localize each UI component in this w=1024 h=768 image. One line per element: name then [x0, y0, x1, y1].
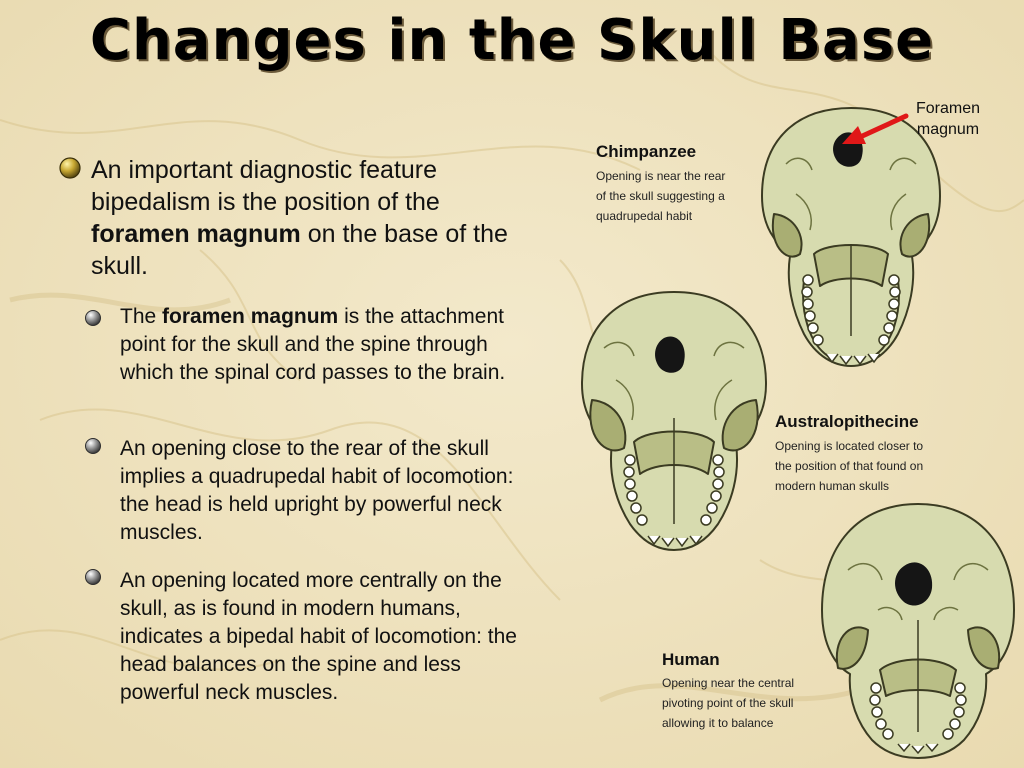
page-title: Changes in the Skull Base [89, 8, 935, 73]
intro-text-end: on the base of the skull. [91, 220, 508, 280]
chimpanzee-desc-line-2: of the skull suggesting a [596, 189, 725, 203]
foramen-pointer-arrow-icon [842, 113, 909, 144]
chimpanzee-skull-illustration [761, 107, 941, 367]
bullet-icon [59, 157, 81, 179]
chimpanzee-desc-line-1: Opening is near the rear [596, 169, 726, 183]
chimpanzee-heading: Chimpanzee [596, 142, 697, 161]
bullet-point-3: An opening located more centrally on the… [120, 569, 517, 704]
australopithecine-skull-illustration [581, 291, 767, 551]
australopithecine-desc-line-1: Opening is located closer to [775, 439, 924, 453]
bullet-1-bold-term: foramen magnum [162, 305, 339, 328]
australopithecine-desc-line-2: the position of that found on [775, 459, 924, 473]
chimpanzee-desc-line-3: quadrupedal habit [596, 209, 693, 223]
australopithecine-desc-line-3: modern human skulls [775, 479, 890, 493]
intro-paragraph: An important diagnostic feature bipedali… [91, 154, 531, 282]
intro-bold-term: foramen magnum [91, 220, 301, 248]
sub-bullet-icon [85, 310, 101, 326]
human-heading: Human [662, 650, 720, 669]
bullet-1-text-end: is the attachment point for the skull an… [120, 305, 506, 384]
bullet-point-2: An opening close to the rear of the skul… [120, 437, 514, 544]
australopithecine-heading: Australopithecine [775, 412, 919, 431]
chimpanzee-description: Opening is near the rear of the skull su… [596, 166, 725, 226]
foramen-label-line-2: magnum [916, 121, 980, 138]
australopithecine-description: Opening is located closer to the positio… [775, 436, 923, 496]
foramen-label-line-1: Foramen [915, 100, 981, 117]
intro-text-start: An important diagnostic feature bipedali… [91, 156, 440, 216]
sub-bullet-icon [85, 569, 101, 585]
bullet-point-1: The foramen magnum is the attachment poi… [120, 303, 540, 387]
human-desc-line-2: pivoting point of the skull [662, 696, 794, 710]
human-desc-line-1: Opening near the central [662, 676, 795, 690]
bullet-1-text-start: The [120, 305, 163, 328]
sub-bullet-icon [85, 438, 101, 454]
human-skull-illustration [821, 503, 1015, 759]
human-description: Opening near the central pivoting point … [662, 673, 794, 733]
foramen-magnum-label: Foramen magnum [900, 98, 996, 140]
human-desc-line-3: allowing it to balance [662, 716, 774, 730]
